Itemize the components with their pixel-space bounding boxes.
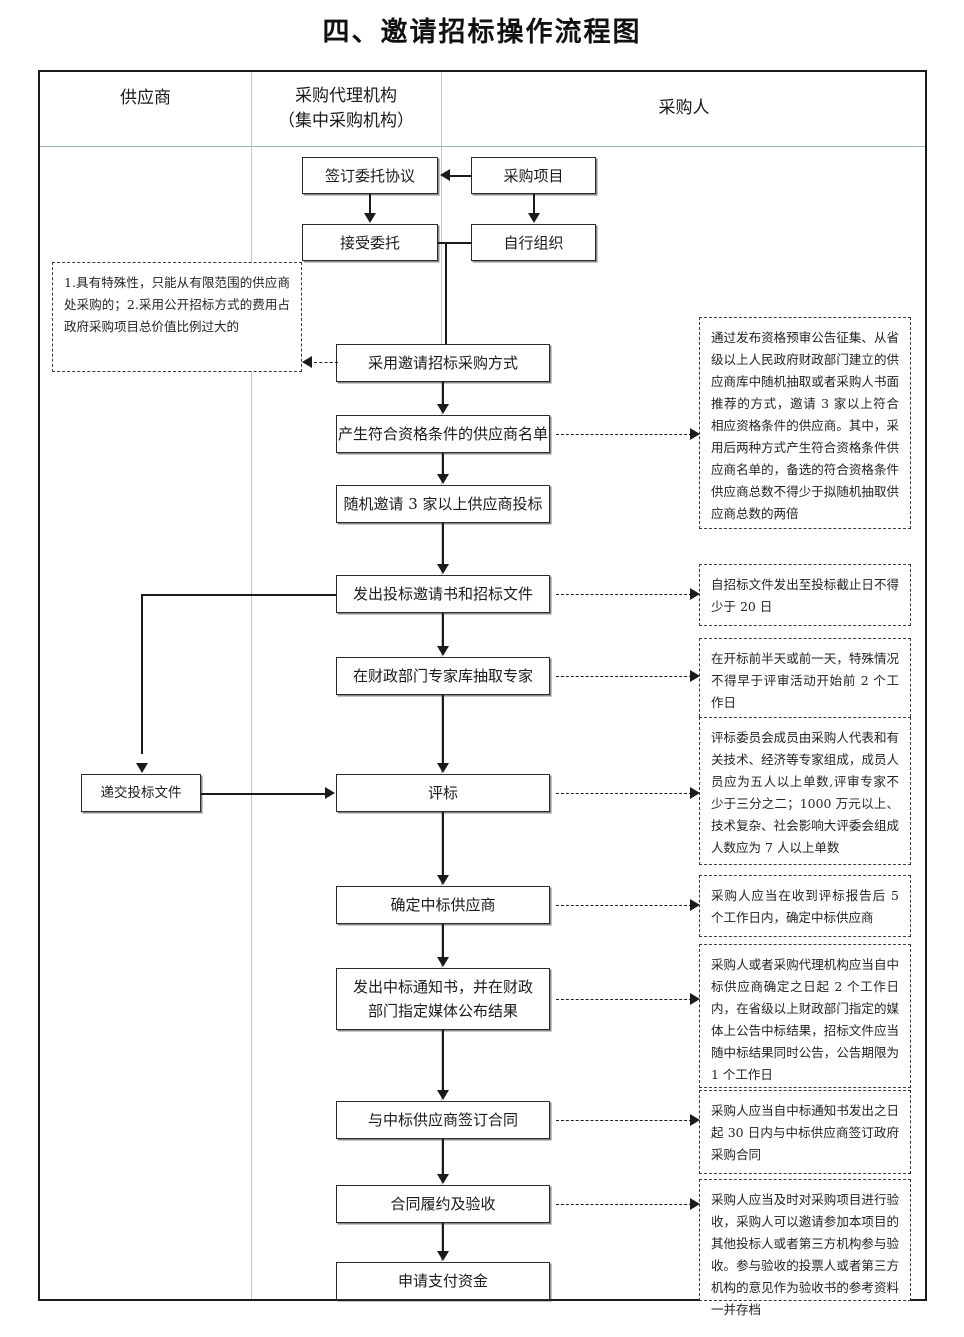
node-self-organize[interactable]: 自行组织 <box>471 224 596 261</box>
link-issue-to-experts <box>442 613 444 647</box>
note-expert-timing: 在开标前半天或前一天，特殊情况不得早于评审活动开始前 2 个工作日 <box>699 638 911 722</box>
flowchart-frame: 供应商 采购代理机构 （集中采购机构） 采购人 签订委托协议 采购项目 接受委托… <box>38 70 927 1317</box>
link-evaluation-to-winner <box>442 812 444 876</box>
arrowhead-issue-to-experts <box>437 646 449 656</box>
node-perform-accept[interactable]: 合同履约及验收 <box>336 1185 550 1223</box>
link-sign-to-accept <box>369 194 371 214</box>
arrowhead-project-to-sign <box>440 169 450 181</box>
link-note-committee <box>556 793 692 794</box>
header-divider <box>40 146 925 147</box>
node-adopt-invitation[interactable]: 采用邀请招标采购方式 <box>336 344 550 382</box>
column-header-agency-line1: 采购代理机构 <box>295 86 397 106</box>
link-note-contract-days <box>556 1120 692 1121</box>
link-issue-to-supplier-h <box>141 594 337 596</box>
link-project-to-self <box>533 194 535 214</box>
node-sign-entrust[interactable]: 签订委托协议 <box>302 157 438 194</box>
link-invitation-to-list <box>442 382 444 405</box>
arrowhead-contract-to-accept <box>437 1174 449 1184</box>
link-winner-to-notice <box>442 924 444 958</box>
link-note-expert-timing <box>556 676 692 677</box>
arrowhead-invite-to-issue <box>437 564 449 574</box>
node-submit-bid[interactable]: 递交投标文件 <box>81 774 201 812</box>
column-header-supplier: 供应商 <box>120 88 171 108</box>
arrowhead-winner-to-notice <box>437 957 449 967</box>
node-bid-evaluation[interactable]: 评标 <box>336 774 550 812</box>
arrowhead-sign-to-accept <box>364 213 376 223</box>
node-generate-list[interactable]: 产生符合资格条件的供应商名单 <box>336 415 550 453</box>
link-join-horizontal <box>438 242 471 244</box>
link-submit-to-evaluation <box>201 793 325 795</box>
node-invite-three[interactable]: 随机邀请 3 家以上供应商投标 <box>336 485 550 523</box>
arrowhead-list-to-invite <box>437 474 449 484</box>
arrowhead-evaluation-to-winner <box>437 875 449 885</box>
link-accept-to-payment <box>442 1223 444 1252</box>
link-contract-to-accept <box>442 1139 444 1175</box>
node-sign-contract[interactable]: 与中标供应商签订合同 <box>336 1101 550 1139</box>
node-draw-experts[interactable]: 在财政部门专家库抽取专家 <box>336 657 550 695</box>
arrowhead-project-to-self <box>528 213 540 223</box>
link-to-invitation <box>445 242 447 344</box>
link-note-bid-deadline <box>556 594 692 595</box>
page-title: 四、邀请招标操作流程图 <box>322 17 642 48</box>
arrowhead-note-contract-days <box>690 1114 700 1126</box>
column-header-agency-line2: （集中采购机构） <box>278 111 414 131</box>
link-note-announce-result <box>556 999 692 1000</box>
link-note-supplier-source <box>556 434 692 435</box>
note-supplier-source: 通过发布资格预审公告征集、从省级以上人民政府财政部门建立的供应商库中随机抽取或者… <box>699 317 911 529</box>
link-experts-to-evaluation <box>442 695 444 764</box>
arrowhead-issue-to-supplier <box>136 763 148 773</box>
arrowhead-note-expert-timing <box>690 670 700 682</box>
link-note-conditions <box>314 362 338 363</box>
node-determine-winner[interactable]: 确定中标供应商 <box>336 886 550 924</box>
arrowhead-note-winner-days <box>690 899 700 911</box>
node-accept-entrust[interactable]: 接受委托 <box>302 224 438 261</box>
arrowhead-notice-to-contract <box>437 1090 449 1100</box>
link-note-winner-days <box>556 905 692 906</box>
arrowhead-accept-to-payment <box>437 1251 449 1261</box>
link-project-to-sign <box>450 175 472 177</box>
column-divider-1 <box>251 72 252 1299</box>
note-committee: 评标委员会成员由采购人代表和有关技术、经济等专家组成，成员人员应为五人以上单数,… <box>699 717 911 865</box>
column-header-buyer: 采购人 <box>658 98 710 118</box>
link-notice-to-contract <box>442 1030 444 1091</box>
arrowhead-experts-to-evaluation <box>437 763 449 773</box>
arrowhead-note-bid-deadline <box>690 588 700 600</box>
arrowhead-note-acceptance <box>690 1198 700 1210</box>
note-bid-deadline: 自招标文件发出至投标截止日不得少于 20 日 <box>699 564 911 626</box>
arrowhead-note-committee <box>690 787 700 799</box>
node-purchase-project[interactable]: 采购项目 <box>471 157 596 194</box>
note-acceptance: 采购人应当及时对采购项目进行验收，采购人可以邀请参加本项目的其他投标人或者第三方… <box>699 1179 911 1317</box>
node-issue-notice[interactable]: 发出中标通知书，并在财政部门指定媒体公布结果 <box>336 968 550 1030</box>
arrowhead-invitation-to-list <box>437 404 449 414</box>
column-header-agency: 采购代理机构 （集中采购机构） <box>251 84 441 134</box>
arrowhead-submit-to-evaluation <box>325 787 335 799</box>
note-announce-result: 采购人或者采购代理机构应当自中标供应商确定之日起 2 个工作日内，在省级以上财政… <box>699 944 911 1088</box>
node-apply-payment[interactable]: 申请支付资金 <box>336 1262 550 1300</box>
arrowhead-note-announce-result <box>690 993 700 1005</box>
node-issue-invitation-docs[interactable]: 发出投标邀请书和招标文件 <box>336 575 550 613</box>
link-note-acceptance <box>556 1204 692 1205</box>
note-conditions: 1.具有特殊性，只能从有限范围的供应商处采购的；2.采用公开招标方式的费用占政府… <box>52 262 302 372</box>
arrowhead-note-conditions <box>302 356 312 368</box>
arrowhead-note-supplier-source <box>690 428 700 440</box>
note-winner-days: 采购人应当在收到评标报告后 5 个工作日内，确定中标供应商 <box>699 875 911 937</box>
link-issue-to-supplier-v <box>141 594 143 754</box>
note-contract-days: 采购人应当自中标通知书发出之日起 30 日内与中标供应商签订政府采购合同 <box>699 1090 911 1174</box>
link-list-to-invite <box>442 453 444 475</box>
link-invite-to-issue <box>442 523 444 565</box>
